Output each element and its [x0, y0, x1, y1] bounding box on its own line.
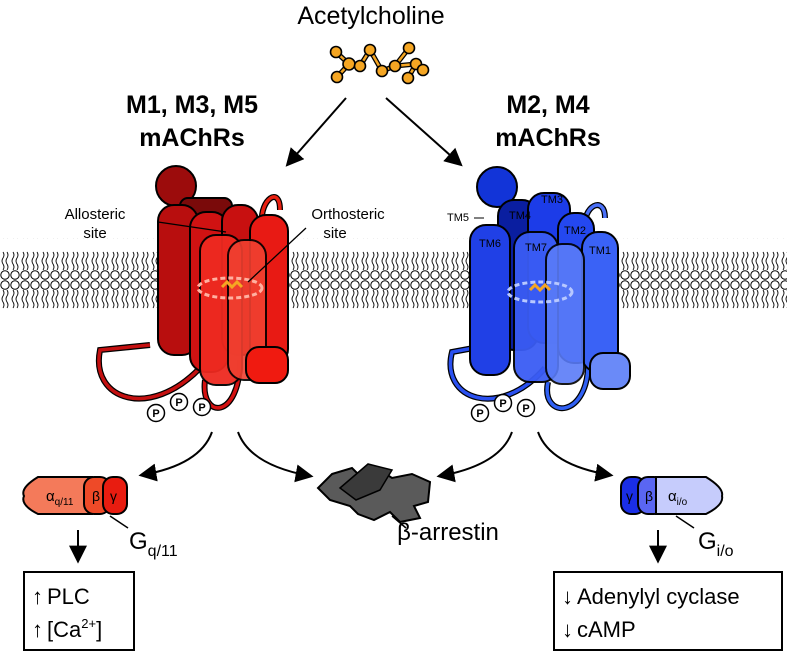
tm2-label: TM2: [564, 225, 586, 237]
left-effects-box: [23, 571, 135, 651]
svg-text:P: P: [152, 408, 159, 420]
gio-name-label: Gi/o: [698, 528, 734, 560]
acetylcholine-label: Acetylcholine: [297, 2, 444, 30]
cell-membrane: [0, 238, 787, 314]
orthosteric-pointer: [247, 227, 307, 283]
beta-arrestin-icon: [316, 463, 432, 524]
arrow-right-to-arrestin: [436, 431, 513, 483]
left-phospho-group-3: P: [192, 397, 212, 417]
tm7-label: TM7: [525, 242, 547, 254]
tm4-label: TM4: [509, 210, 531, 222]
right-effects-box: [553, 571, 783, 651]
gi-name-pointer: [675, 515, 695, 529]
svg-text:P: P: [522, 403, 529, 415]
tm5-label: TM5: [447, 212, 469, 224]
right-phospho-group-1: P: [470, 403, 490, 423]
gq-name-pointer: [109, 515, 129, 529]
allosteric-pointer: [157, 221, 227, 233]
gq-beta-label: β: [92, 488, 100, 504]
left-phospho-group-2: P: [169, 392, 189, 412]
right-receptor-group-title-line2: mAChRs: [495, 124, 601, 152]
allosteric-site-label-line1: Allosteric: [65, 206, 126, 223]
effect-plc: ↑PLC: [32, 584, 90, 609]
right-phospho-group-3: P: [516, 398, 536, 418]
gi-alpha-label: αi/o: [668, 488, 688, 508]
tm6-label: TM6: [479, 238, 501, 250]
gq11-name-label: Gq/11: [129, 528, 178, 560]
allosteric-site-label-line2: site: [83, 225, 106, 242]
beta-arrestin-label: β-arrestin: [397, 519, 499, 546]
arrow-left-to-arrestin: [237, 431, 314, 483]
right-receptor-icon: [447, 166, 631, 412]
arrestin-pointer: [391, 515, 407, 529]
svg-text:P: P: [198, 402, 205, 414]
arrow-left-to-gq: [138, 431, 213, 482]
gio-protein-icon: [620, 476, 724, 515]
gi-gamma-label: γ: [626, 488, 633, 504]
acetylcholine-molecule-icon: [329, 41, 430, 85]
tm3-label: TM3: [541, 194, 563, 206]
left-receptor-group-title-line2: mAChRs: [139, 124, 245, 152]
orthosteric-site-label-line1: Orthosteric: [311, 206, 385, 223]
left-receptor-group-title-line1: M1, M3, M5: [126, 91, 258, 119]
gq11-protein-icon: [22, 476, 128, 515]
left-receptor-icon: [95, 165, 289, 411]
arrow-ach-to-right: [385, 97, 463, 167]
tm1-label: TM1: [589, 245, 611, 257]
effect-calcium: ↑[Ca2+]: [32, 616, 102, 642]
orthosteric-site-label-line2: site: [323, 225, 346, 242]
svg-text:P: P: [499, 398, 506, 410]
svg-text:P: P: [476, 408, 483, 420]
effect-camp: ↓cAMP: [562, 617, 636, 642]
right-phospho-group-2: P: [493, 393, 513, 413]
gq-gamma-label: γ: [110, 488, 117, 504]
gi-beta-label: β: [645, 488, 653, 504]
svg-text:P: P: [175, 397, 182, 409]
arrow-ach-to-left: [285, 97, 347, 167]
arrow-right-to-gi: [537, 431, 614, 482]
gq-alpha-label: αq/11: [46, 488, 74, 508]
effect-adenylyl-cyclase: ↓Adenylyl cyclase: [562, 584, 740, 609]
right-receptor-group-title-line1: M2, M4: [506, 91, 589, 119]
left-phospho-group-1: P: [146, 403, 166, 423]
